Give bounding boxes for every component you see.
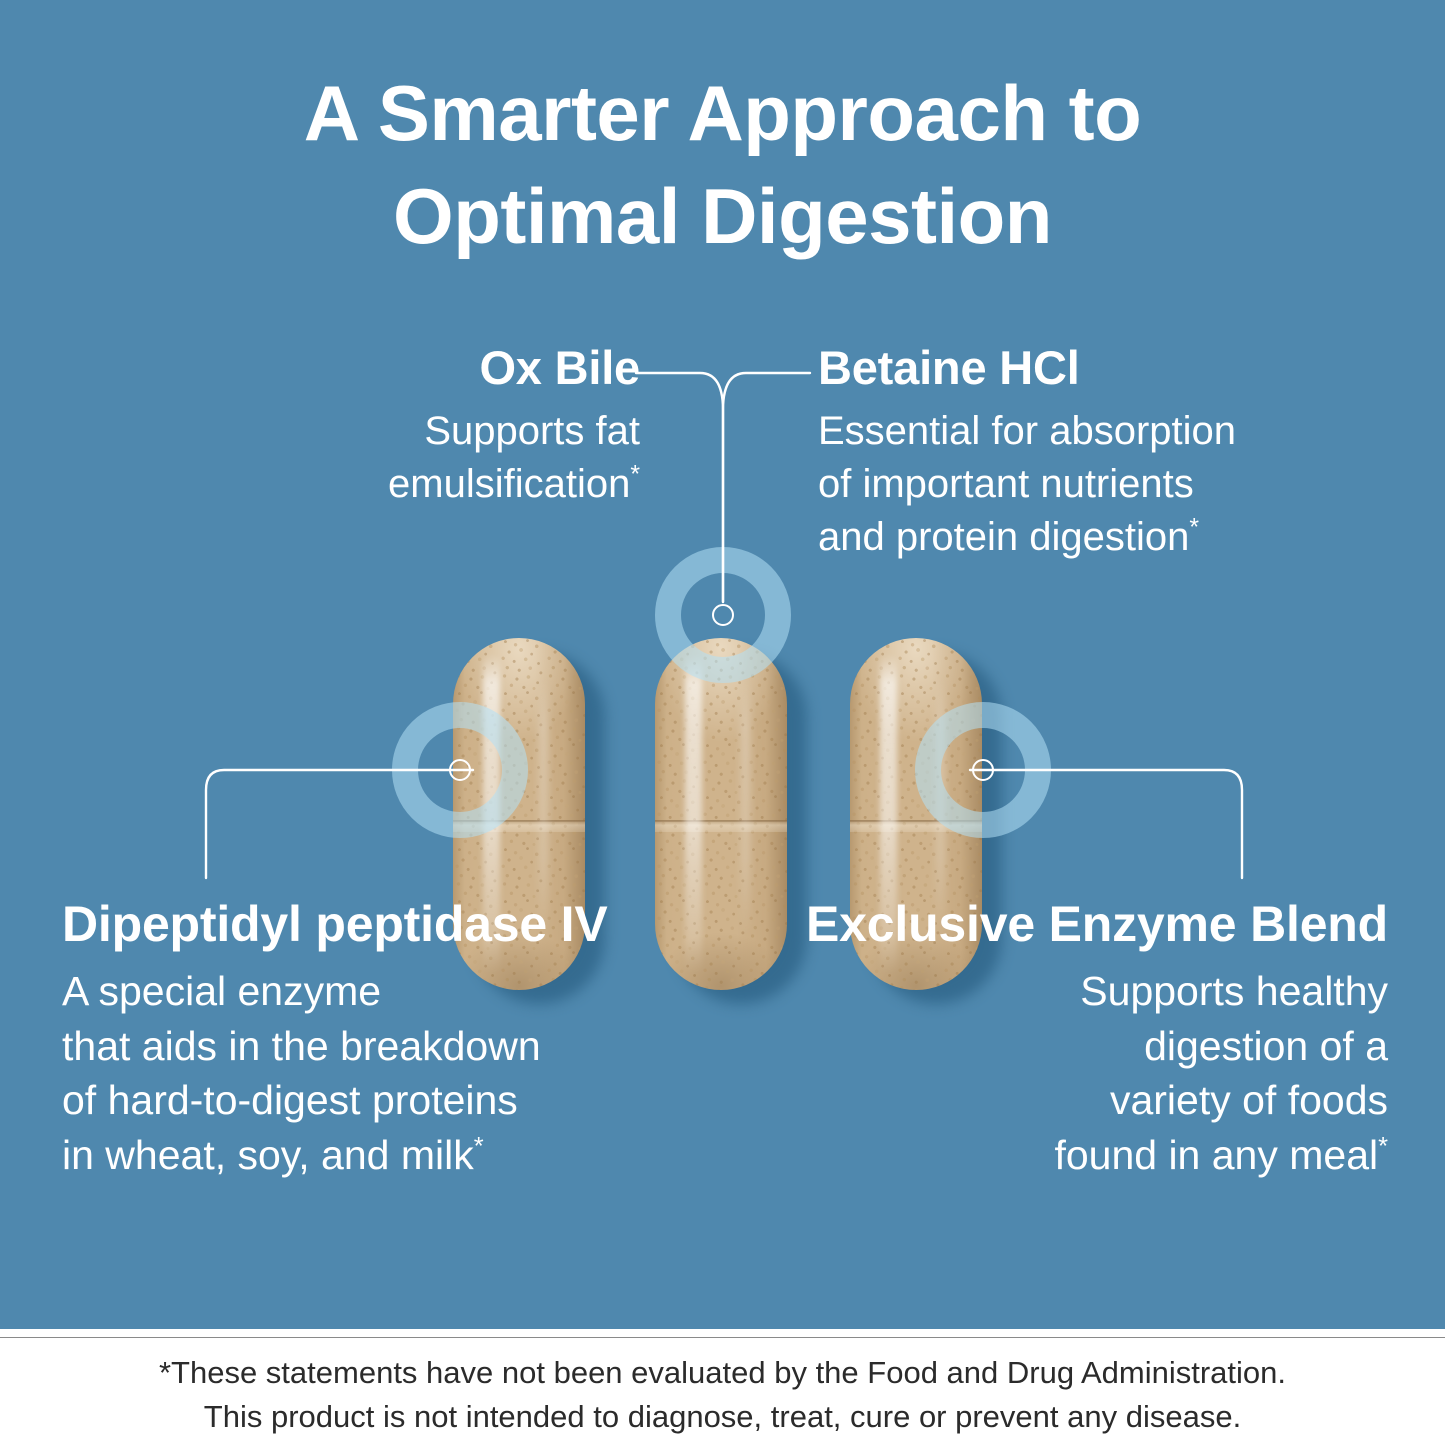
capsule-shell bbox=[655, 638, 787, 990]
footer-disclaimer-text: *These statements have not been evaluate… bbox=[0, 1351, 1445, 1439]
footer-disclaimer: *These statements have not been evaluate… bbox=[0, 1329, 1445, 1445]
capsule-highlight bbox=[685, 654, 702, 974]
callout-enzyme-blend-body: Supports healthy digestion of a variety … bbox=[800, 964, 1388, 1182]
callout-betaine-hcl-body-line-3-text: and protein digestion bbox=[818, 515, 1190, 560]
callout-exclusive-enzyme-blend: Exclusive Enzyme Blend Supports healthy … bbox=[800, 895, 1388, 1182]
page-title: A Smarter Approach to Optimal Digestion bbox=[0, 62, 1445, 268]
capsule-center bbox=[655, 638, 807, 1004]
callout-dipeptidyl-peptidase-iv: Dipeptidyl peptidase IV A special enzyme… bbox=[62, 895, 662, 1182]
callout-betaine-hcl-asterisk: * bbox=[1189, 514, 1200, 542]
callout-dipeptidyl-body-line-2: that aids in the breakdown bbox=[62, 1022, 541, 1069]
callout-dipeptidyl-heading-line-2: peptidase IV bbox=[315, 896, 608, 952]
capsule-powder-texture bbox=[655, 638, 787, 990]
callout-dipeptidyl-body-line-4-text: in wheat, soy, and milk bbox=[62, 1131, 474, 1178]
marker-dot-right bbox=[972, 759, 994, 781]
capsule-cap-line bbox=[850, 820, 982, 822]
callout-dipeptidyl-heading-line-1: Dipeptidyl bbox=[62, 896, 302, 952]
footer-disclaimer-line-1: *These statements have not been evaluate… bbox=[158, 1355, 1287, 1390]
marker-dot-left bbox=[449, 759, 471, 781]
capsule-cap-line bbox=[453, 820, 585, 822]
capsule-cap-line bbox=[655, 820, 787, 822]
page-title-line-2: Optimal Digestion bbox=[393, 171, 1052, 260]
callout-dipeptidyl-body-line-1: A special enzyme bbox=[62, 968, 382, 1014]
callout-enzyme-blend-body-line-3: variety of foods bbox=[1109, 1077, 1388, 1124]
callout-enzyme-blend-body-line-4: found in any meal* bbox=[800, 1128, 1388, 1183]
callout-enzyme-blend-heading-line-2: Enzyme Blend bbox=[1048, 896, 1389, 952]
marker-dot-top bbox=[712, 604, 734, 626]
callout-ox-bile-body-line-1: Supports fat bbox=[424, 409, 640, 454]
callout-enzyme-blend-heading-line-1: Exclusive bbox=[806, 896, 1035, 952]
callout-betaine-hcl-body-line-3: and protein digestion* bbox=[818, 511, 1378, 564]
callout-ox-bile-body: Supports fat emulsification* bbox=[240, 405, 640, 511]
callout-betaine-hcl-heading: Betaine HCl bbox=[818, 341, 1080, 394]
footer-disclaimer-line-2: This product is not intended to diagnose… bbox=[203, 1399, 1242, 1435]
callout-dipeptidyl-body: A special enzyme that aids in the breakd… bbox=[62, 964, 662, 1182]
footer-divider bbox=[0, 1337, 1445, 1338]
callout-ox-bile-heading: Ox Bile bbox=[479, 341, 640, 394]
callout-betaine-hcl-body-line-2: of important nutrients bbox=[818, 462, 1194, 507]
callout-ox-bile-body-line-2: emulsification* bbox=[240, 458, 640, 511]
callout-dipeptidyl-heading: Dipeptidyl peptidase IV bbox=[62, 895, 662, 954]
callout-enzyme-blend-body-line-2: digestion of a bbox=[1144, 1022, 1388, 1069]
callout-enzyme-blend-body-line-1: Supports healthy bbox=[1080, 968, 1388, 1014]
callout-enzyme-blend-asterisk: * bbox=[1378, 1131, 1388, 1160]
callout-ox-bile-asterisk: * bbox=[630, 461, 640, 489]
callout-dipeptidyl-asterisk: * bbox=[473, 1131, 484, 1160]
callout-dipeptidyl-body-line-3: of hard-to-digest proteins bbox=[62, 1077, 518, 1124]
callout-betaine-hcl-body: Essential for absorption of important nu… bbox=[818, 405, 1378, 563]
callout-ox-bile: Ox Bile Supports fat emulsification* bbox=[240, 340, 640, 511]
callout-enzyme-blend-body-line-4-text: found in any meal bbox=[1054, 1131, 1379, 1178]
capsule-secondary-highlight bbox=[741, 678, 750, 938]
capsule-highlight bbox=[880, 654, 897, 974]
callout-enzyme-blend-heading: Exclusive Enzyme Blend bbox=[800, 895, 1388, 954]
callout-ox-bile-body-line-2-text: emulsification bbox=[388, 462, 631, 507]
capsule-group bbox=[392, 547, 1051, 1004]
capsule-secondary-highlight bbox=[539, 678, 548, 938]
page-title-line-1: A Smarter Approach to bbox=[303, 69, 1142, 157]
callout-betaine-hcl: Betaine HCl Essential for absorption of … bbox=[818, 340, 1378, 564]
callout-betaine-hcl-body-line-1: Essential for absorption bbox=[818, 409, 1237, 454]
callout-dipeptidyl-body-line-4: in wheat, soy, and milk* bbox=[62, 1128, 662, 1183]
capsule-cap-joint bbox=[655, 820, 787, 832]
